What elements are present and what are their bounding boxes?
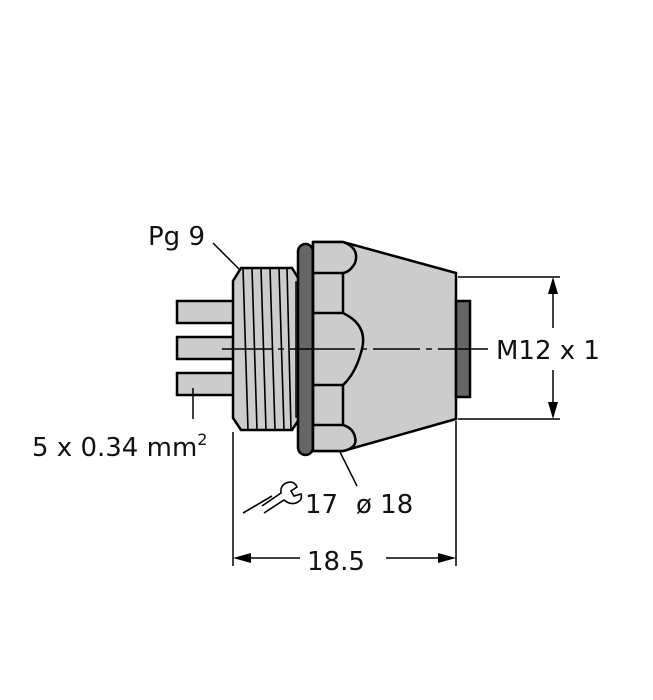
- wire-1: [175, 299, 237, 325]
- length-label: 18.5: [307, 547, 365, 577]
- wrench-size-label: 17: [305, 490, 338, 520]
- length-dimension: [232, 421, 457, 566]
- diameter-label: ø 18: [356, 490, 413, 520]
- diameter-leader: [339, 451, 358, 487]
- wire-3: [175, 371, 237, 397]
- connector-body: [311, 240, 458, 453]
- arrow-up: [548, 277, 558, 294]
- wrench-icon: [242, 481, 303, 514]
- pg9-label: Pg 9: [148, 222, 205, 252]
- arrow-down: [548, 402, 558, 419]
- m12-dimension: [458, 276, 560, 420]
- wire-2: [175, 335, 237, 361]
- wires: [175, 299, 237, 397]
- m12-label: M12 x 1: [496, 336, 600, 366]
- arrow-left: [233, 553, 251, 563]
- pg9-leader: [212, 242, 241, 271]
- arrow-right: [438, 553, 456, 563]
- wires-label: 5 x 0.34 mm2: [32, 430, 207, 463]
